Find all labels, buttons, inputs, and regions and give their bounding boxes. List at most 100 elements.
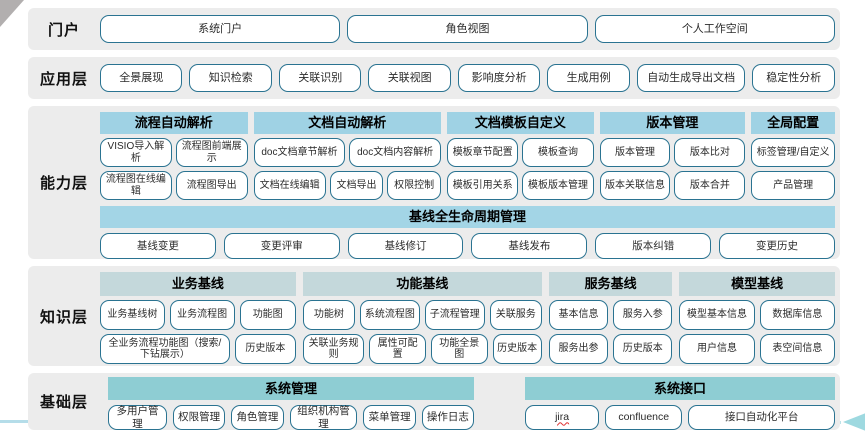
diagram-node: 生成用例 [547, 64, 630, 92]
diagram-node: 系统流程图 [359, 300, 420, 330]
diagram-node: 角色管理 [231, 405, 284, 430]
diagram-node: 全景展现 [100, 64, 183, 92]
group-system-management: 系统管理 多用户管理 权限管理 角色管理 组织机构管理 菜单管理 操作日志 [108, 377, 475, 430]
group-header: 文档自动解析 [253, 112, 442, 134]
layer-knowledge: 知识层 业务基线 业务基线树 业务流程图 功能图 全业务流程功能图（搜索/下钻展… [28, 266, 840, 366]
diagram-node: 流程图在线编辑 [100, 171, 172, 200]
diagram-node: 版本比对 [674, 138, 746, 167]
diagram-node: 历史版本 [613, 334, 673, 364]
diagram-node: 属性可配置 [369, 334, 426, 364]
layer-label: 应用层 [39, 70, 88, 88]
group-business-baseline: 业务基线 业务基线树 业务流程图 功能图 全业务流程功能图（搜索/下钻展示） 历… [100, 272, 296, 364]
group-model-baseline: 模型基线 模型基本信息 数据库信息 用户信息 表空间信息 [679, 272, 835, 364]
layer-label: 基础层 [39, 394, 88, 411]
diagram-node: 流程图导出 [175, 171, 248, 200]
diagram-node: 变更历史 [719, 233, 835, 259]
diagram-node: 模板引用关系 [447, 171, 519, 200]
diagram-node: confluence [605, 405, 683, 430]
layer-label: 能力层 [39, 175, 88, 192]
diagram-node: 基线变更 [100, 233, 216, 259]
layer-portal: 门户 系统门户 角色视图 个人工作空间 [28, 8, 840, 50]
diagram-node: 个人工作空间 [594, 15, 835, 43]
diagram-node: 菜单管理 [363, 405, 416, 430]
diagram-node: 文档导出 [329, 171, 384, 200]
diagram-node: 产品管理 [751, 171, 835, 200]
group-header: 版本管理 [599, 112, 746, 134]
diagram-node: 业务流程图 [169, 300, 235, 330]
group-version-management: 版本管理 版本管理 版本比对 版本关联信息 版本合并 [599, 112, 746, 200]
diagram-node: 用户信息 [679, 334, 755, 364]
diagram-node: 自动生成导出文档 [636, 64, 746, 92]
diagram-node: 数据库信息 [759, 300, 835, 330]
diagram-node: 功能树 [302, 300, 355, 330]
diagram-node: 服务入参 [613, 300, 673, 330]
group-header: 系统接口 [525, 377, 835, 400]
diagram-node: 稳定性分析 [752, 64, 835, 92]
diagram-node: 流程图前端展示 [175, 138, 248, 167]
diagram-node: 基本信息 [548, 300, 609, 330]
layer-capability: 能力层 流程自动解析 VISIO导入解析 流程图前端展示 流程图在线编辑 流程图… [28, 106, 840, 259]
diagram-node: 多用户管理 [108, 405, 167, 430]
diagram-node: 权限控制 [387, 171, 442, 200]
group-header: 系统管理 [108, 377, 475, 400]
diagram-node: 关联视图 [368, 64, 451, 92]
group-header: 全局配置 [751, 112, 835, 134]
diagram-node: 关联业务规则 [302, 334, 365, 364]
diagram-node: 全业务流程功能图（搜索/下钻展示） [100, 334, 230, 364]
group-header: 功能基线 [302, 272, 542, 296]
diagram-node: 模板章节配置 [447, 138, 519, 167]
group-function-baseline: 功能基线 功能树 系统流程图 子流程管理 关联服务 关联业务规则 属性可配置 功… [302, 272, 542, 364]
diagram-node: 版本合并 [674, 171, 746, 200]
group-header-baseline-lifecycle: 基线全生命周期管理 [100, 206, 835, 228]
diagram-node: 关联识别 [278, 64, 362, 92]
layer-application: 应用层 全景展现 知识检索 关联识别 关联视图 影响度分析 生成用例 自动生成导… [28, 57, 840, 99]
diagram-node: 系统门户 [100, 15, 341, 43]
diagram-node: 知识检索 [189, 64, 272, 92]
layer-foundation: 基础层 系统管理 多用户管理 权限管理 角色管理 组织机构管理 菜单管理 操作日… [28, 373, 840, 430]
diagram-node: 版本纠错 [595, 233, 712, 259]
diagram-node: 模板查询 [522, 138, 594, 167]
group-header: 文档模板自定义 [447, 112, 594, 134]
group-header: 业务基线 [100, 272, 296, 296]
diagram-node: 服务出参 [548, 334, 609, 364]
diagram-node: 变更评审 [223, 233, 340, 259]
group-header: 流程自动解析 [100, 112, 248, 134]
diagram-node: 关联服务 [489, 300, 542, 330]
diagram-node: 文档在线编辑 [253, 171, 326, 200]
layer-label: 门户 [47, 21, 80, 39]
jira-label: jira [555, 411, 570, 424]
diagram-node: 组织机构管理 [289, 405, 358, 430]
bottom-accent-line [0, 420, 28, 423]
diagram-node: 子流程管理 [424, 300, 485, 330]
group-process-parsing: 流程自动解析 VISIO导入解析 流程图前端展示 流程图在线编辑 流程图导出 [100, 112, 248, 200]
diagram-node: 业务基线树 [100, 300, 165, 330]
group-global-config: 全局配置 标签管理/自定义 产品管理 [751, 112, 835, 200]
diagram-node: jira [525, 405, 600, 430]
diagram-node: doc文档章节解析 [253, 138, 346, 167]
diagram-node: 操作日志 [421, 405, 475, 430]
diagram-node: 角色视图 [347, 15, 588, 43]
corner-fold-decoration [0, 0, 24, 27]
diagram-node: 基线修订 [347, 233, 464, 259]
diagram-node: 功能图 [239, 300, 296, 330]
diagram-node: 表空间信息 [759, 334, 835, 364]
diagram-node: 权限管理 [172, 405, 226, 430]
diagram-node: 标签管理/自定义 [751, 138, 835, 167]
diagram-node: 版本管理 [599, 138, 671, 167]
diagram-node: 功能全景图 [430, 334, 488, 364]
diagram-node: 影响度分析 [457, 64, 541, 92]
layer-label: 知识层 [39, 308, 88, 326]
group-system-interface: 系统接口 jira confluence 接口自动化平台 [525, 377, 835, 430]
diagram-node: VISIO导入解析 [100, 138, 172, 167]
group-service-baseline: 服务基线 基本信息 服务入参 服务出参 历史版本 [548, 272, 673, 364]
diagram-node: 基线发布 [471, 233, 588, 259]
group-template-custom: 文档模板自定义 模板章节配置 模板查询 模板引用关系 模板版本管理 [447, 112, 594, 200]
diagram-node: 历史版本 [234, 334, 296, 364]
diagram-node: 版本关联信息 [599, 171, 671, 200]
group-document-parsing: 文档自动解析 doc文档章节解析 doc文档内容解析 文档在线编辑 文档导出 权… [253, 112, 442, 200]
arrow-left-icon [843, 411, 865, 433]
group-header: 模型基线 [679, 272, 835, 296]
diagram-node: 历史版本 [492, 334, 542, 364]
diagram-node: 接口自动化平台 [688, 405, 835, 430]
diagram-node: doc文档内容解析 [349, 138, 442, 167]
